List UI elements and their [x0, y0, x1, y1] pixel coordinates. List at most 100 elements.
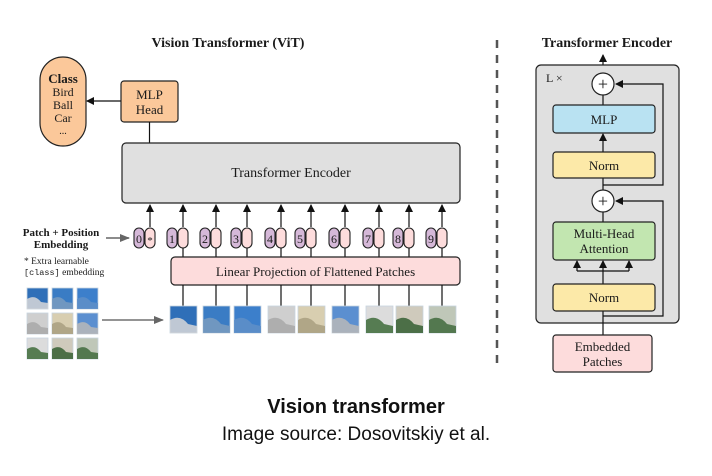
norm-box-top: Norm — [552, 151, 656, 179]
class-item: Car — [54, 111, 71, 125]
grid-cell — [51, 337, 74, 360]
mha-label: Multi-Head — [574, 226, 635, 241]
add-node-top: + — [591, 72, 615, 96]
position-embedding — [166, 227, 178, 249]
position-embedding — [392, 227, 404, 249]
class-code: [class] — [24, 268, 60, 278]
token-pair: 9 — [425, 204, 448, 257]
mlp-label: MLP — [591, 112, 618, 127]
class-token-marker: * — [147, 235, 153, 247]
transformer-encoder-box: Transformer Encoder — [121, 142, 461, 204]
extra-note-line2: [class] embedding — [24, 268, 105, 278]
linear-projection-box: Linear Projection of Flattened Patches — [170, 256, 461, 286]
patch-embedding — [373, 227, 385, 249]
position-embedding — [264, 227, 276, 249]
norm-label: Norm — [589, 290, 619, 305]
mlp-box: MLP — [552, 104, 656, 134]
position-index: 2 — [202, 232, 208, 246]
token-pair: 1 — [166, 204, 189, 257]
position-index: 5 — [297, 232, 303, 246]
grid-cell — [51, 312, 74, 335]
image-patch — [267, 285, 296, 334]
token-pair: 7 — [362, 204, 385, 257]
embedded-patches-label: Embedded — [575, 339, 631, 354]
token-pair: 0* — [133, 204, 156, 249]
patch-embedding-label: Patch + Position — [23, 227, 100, 239]
patch-embedding — [144, 227, 156, 249]
patch-embedding — [339, 227, 351, 249]
patch-embedding-label: Embedding — [34, 239, 89, 251]
plus-icon: + — [598, 191, 608, 211]
extra-note: * Extra learnable — [24, 257, 89, 267]
mha-label: Attention — [579, 241, 629, 256]
vit-diagram: Vision Transformer (ViT) Transformer Enc… — [23, 36, 680, 373]
mlp-head-label: MLP — [136, 87, 163, 102]
embedded-patches-label: Patches — [583, 354, 623, 369]
flattened-patches — [169, 285, 457, 334]
token-pair: 4 — [264, 204, 287, 257]
position-index: 6 — [331, 232, 337, 246]
image-patch — [297, 285, 326, 334]
grid-cell — [76, 337, 99, 360]
token-pair: 3 — [230, 204, 253, 257]
caption-title: Vision transformer — [267, 396, 445, 418]
input-image-grid — [26, 287, 99, 360]
patch-embedding — [241, 227, 253, 249]
grid-cell — [76, 287, 99, 310]
patch-embedding — [275, 227, 287, 249]
linear-projection-label: Linear Projection of Flattened Patches — [216, 264, 415, 279]
encoder-detail-title: Transformer Encoder — [542, 36, 673, 51]
mlp-head-box: MLP Head — [120, 80, 179, 123]
position-embedding — [328, 227, 340, 249]
grid-cell — [76, 312, 99, 335]
extra-note-rest: embedding — [60, 268, 105, 278]
image-patch — [233, 285, 262, 334]
patch-embedding — [436, 227, 448, 249]
position-embedding — [133, 227, 145, 249]
position-index: 9 — [428, 232, 434, 246]
position-index: 4 — [267, 232, 273, 246]
add-node-bottom: + — [591, 189, 615, 213]
class-item: Ball — [53, 98, 74, 112]
transformer-encoder-label: Transformer Encoder — [231, 166, 351, 181]
grid-cell — [26, 337, 49, 360]
image-patch — [169, 285, 198, 334]
position-embedding — [425, 227, 437, 249]
image-patch — [365, 285, 394, 334]
multi-head-attention-box: Multi-Head Attention — [552, 221, 656, 261]
grid-cell — [26, 287, 49, 310]
mlp-head-label: Head — [136, 102, 164, 117]
plus-icon: + — [598, 74, 608, 94]
token-pair: 8 — [392, 204, 415, 257]
class-output-box: Class Bird Ball Car ... — [39, 56, 87, 147]
norm-label: Norm — [589, 158, 619, 173]
patch-embedding — [210, 227, 222, 249]
image-patch — [428, 285, 457, 334]
position-index: 7 — [365, 232, 371, 246]
token-pair: 2 — [199, 204, 222, 257]
patch-embedding — [403, 227, 415, 249]
caption-source: Image source: Dosovitskiy et al. — [221, 424, 491, 445]
position-embedding — [230, 227, 242, 249]
encoder-block-detail: L × + + MLP Norm — [535, 54, 680, 373]
token-pair: 5 — [294, 204, 317, 257]
image-patch — [331, 285, 360, 334]
position-embedding — [294, 227, 306, 249]
patch-embedding — [305, 227, 317, 249]
embedded-patches-box: Embedded Patches — [552, 334, 653, 373]
token-pair: 6 — [328, 204, 351, 257]
vit-title: Vision Transformer (ViT) — [152, 36, 305, 51]
class-item: Bird — [52, 85, 73, 99]
class-heading: Class — [48, 71, 78, 86]
position-embedding — [362, 227, 374, 249]
patch-embedding — [177, 227, 189, 249]
norm-box-bottom: Norm — [552, 283, 656, 312]
position-index: 8 — [395, 232, 401, 246]
image-patch — [395, 285, 424, 334]
grid-cell — [51, 287, 74, 310]
residual-connection-1 — [603, 197, 664, 317]
residual-connection-2 — [603, 80, 664, 186]
position-index: 1 — [169, 232, 175, 246]
position-embedding — [199, 227, 211, 249]
